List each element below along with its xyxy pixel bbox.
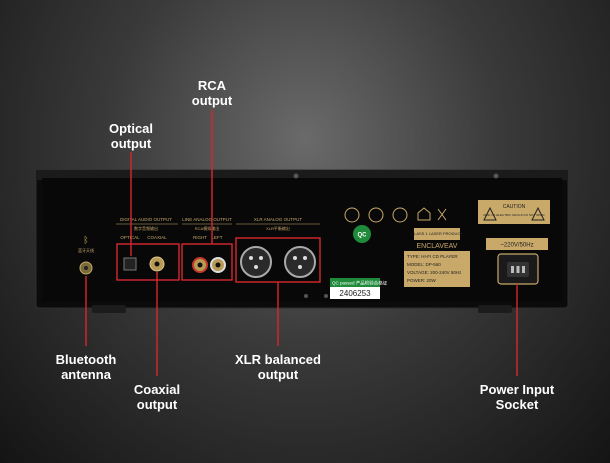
brand-label: ENCLAVEAV — [417, 243, 458, 250]
optical-callout: Optical output — [96, 121, 166, 151]
callout-lines — [85, 110, 518, 376]
line-header-cn: RCA模拟输出 — [195, 225, 219, 231]
serial-number: 2406253 — [339, 289, 371, 298]
bluetooth-section: ᛒ 蓝牙天线 — [78, 235, 94, 275]
power-socket-section: ~220V/50Hz — [486, 238, 548, 285]
screw — [493, 173, 499, 179]
digital-output-section: DIGITAL AUDIO OUTPUT 数字音频输出 OPTICAL COAX… — [116, 217, 178, 272]
laser-label: CLASS 1 LASER PRODUCT — [411, 231, 463, 236]
optical-callout-line2: output — [110, 136, 152, 151]
power-callout: Power Input Socket — [470, 382, 564, 412]
bt-label: 蓝牙天线 — [78, 247, 94, 253]
spec-power: POWER: 20W — [407, 278, 437, 283]
coaxial-callout: Coaxial output — [117, 382, 197, 412]
optical-callout-line1: Optical — [108, 121, 154, 136]
xlr-callout: XLR balanced output — [228, 352, 328, 382]
spec-label: CLASS 1 LASER PRODUCT ENCLAVEAV TYPE: HI… — [404, 228, 470, 287]
xlr-right-port — [284, 246, 316, 278]
bluetooth-callout-line2: antenna — [61, 367, 111, 382]
qc-label: QC passed 产品检验合格证 — [332, 280, 388, 287]
line-header: LINE ANALOG OUTPUT — [182, 217, 232, 222]
recycle-icon — [344, 207, 360, 223]
bluetooth-icon: ᛒ — [83, 235, 88, 245]
digital-header: DIGITAL AUDIO OUTPUT — [120, 217, 172, 222]
coaxial-callout-line1: Coaxial — [133, 382, 181, 397]
xlr-output-section: XLR ANALOG OUTPUT XLR平衡输出 — [236, 217, 320, 278]
caution-text: RISK OF ELECTRIC SHOCK DO NOT OPEN — [484, 213, 545, 217]
certification-icons: QC — [344, 207, 447, 243]
caution-title: CAUTION — [503, 204, 526, 210]
foot-left — [92, 305, 126, 313]
bluetooth-callout-line1: Bluetooth — [55, 352, 117, 367]
screw — [304, 294, 308, 298]
power-callout-line2: Socket — [495, 397, 539, 412]
xlr-left-port — [240, 246, 272, 278]
rca-callout: RCA output — [182, 78, 242, 108]
rca-callout-line2: output — [191, 93, 233, 108]
xlr-header: XLR ANALOG OUTPUT — [254, 217, 303, 222]
spec-type: TYPE: HI-FI CD PLAYER — [407, 254, 458, 259]
mains-label: ~220V/50Hz — [500, 243, 533, 249]
xlr-callout-line1: XLR balanced — [235, 352, 321, 367]
coaxial-callout-line2: output — [136, 397, 178, 412]
digital-highlight-box — [116, 243, 180, 281]
xlr-callout-line2: output — [257, 367, 299, 382]
digital-header-cn: 数字音频输出 — [134, 225, 158, 231]
indoor-use-icon — [417, 207, 431, 221]
serial-sticker: QC passed 产品检验合格证 2406253 — [330, 278, 388, 299]
power-callout-line1: Power Input — [479, 382, 555, 397]
coaxial-label: COAXIAL — [147, 235, 167, 240]
screw — [324, 294, 328, 298]
spec-model: MODEL: DP-560 — [407, 262, 441, 267]
rca-callout-line1: RCA — [197, 78, 227, 93]
left-label: LEFT — [211, 235, 222, 240]
rca-output-section: LINE ANALOG OUTPUT RCA模拟输出 RIGHT LEFT — [182, 217, 232, 273]
xlr-header-cn: XLR平衡输出 — [266, 225, 290, 231]
optical-port — [123, 257, 137, 271]
spec-voltage: VOLTAGE: 200-240V 50Hz — [407, 270, 462, 275]
mark-icon — [368, 207, 384, 223]
bluetooth-callout: Bluetooth antenna — [42, 352, 130, 382]
foot-right — [478, 305, 512, 313]
screw — [293, 173, 299, 179]
weee-icon — [437, 208, 447, 221]
caution-label: CAUTION RISK OF ELECTRIC SHOCK DO NOT OP… — [478, 200, 550, 224]
warning-icon — [531, 206, 545, 221]
ten-years-icon — [392, 207, 408, 223]
qc-badge-text: QC — [358, 233, 368, 239]
qc-badge — [353, 225, 371, 243]
warning-icon — [483, 206, 497, 221]
optical-label: OPTICAL — [120, 235, 140, 240]
right-label: RIGHT — [193, 235, 207, 240]
rca-highlight-box — [181, 243, 233, 281]
